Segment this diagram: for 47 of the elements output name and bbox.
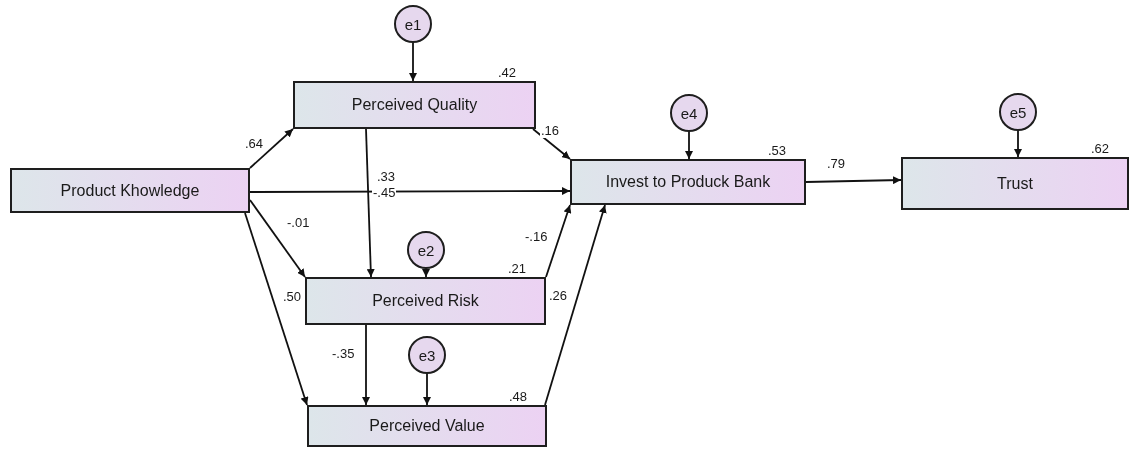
arrow <box>1014 130 1022 158</box>
path-coefficient: .33 <box>376 170 397 184</box>
r-squared-value: .53 <box>767 143 786 158</box>
r-squared-value: .48 <box>508 389 527 404</box>
variable-label: Perceived Value <box>369 417 485 435</box>
error-term-label: e5 <box>1009 103 1027 121</box>
r-squared-value: .42 <box>497 65 516 80</box>
error-term-circle <box>999 93 1037 131</box>
error-term-label: e1 <box>404 15 422 33</box>
error-term-label: e3 <box>418 346 436 364</box>
path-coefficient: .64 <box>244 137 265 151</box>
arrow <box>685 131 693 160</box>
variable-label: Perceived Quality <box>351 96 478 114</box>
path-coefficient: .26 <box>548 289 569 303</box>
variable-label: Invest to Produck Bank <box>605 173 771 191</box>
arrow <box>805 176 902 185</box>
arrow <box>249 187 571 195</box>
arrow <box>423 373 431 406</box>
arrow <box>532 128 571 160</box>
variable-label: Trust <box>997 174 1033 193</box>
arrow <box>422 268 430 278</box>
variable-label: Perceived Risk <box>372 292 479 310</box>
r-squared-value: .62 <box>1090 141 1109 156</box>
arrow <box>409 42 417 82</box>
error-term-label: e2 <box>417 241 435 259</box>
error-term-circle <box>408 336 446 374</box>
error-term-circle <box>394 5 432 43</box>
error-term-circle <box>407 231 445 269</box>
r-squared-value: .21 <box>507 261 526 276</box>
path-coefficient: -.45 <box>372 186 397 200</box>
path-coefficient: -.01 <box>286 216 311 230</box>
variable-label: Product Khowledge <box>60 181 200 200</box>
path-coefficient: -.35 <box>331 347 356 361</box>
error-term-circle <box>670 94 708 132</box>
arrow <box>544 204 607 406</box>
arrow <box>249 128 294 169</box>
arrow <box>249 199 306 278</box>
variable-box <box>10 168 250 213</box>
path-coefficient: .16 <box>540 124 561 138</box>
path-coefficient: -.16 <box>524 230 549 244</box>
path-coefficient: .79 <box>826 157 847 171</box>
arrow <box>545 204 572 278</box>
arrow <box>244 212 309 406</box>
error-term-label: e4 <box>680 104 698 122</box>
arrow <box>362 324 370 406</box>
path-coefficient: .50 <box>282 290 303 304</box>
arrow <box>365 128 375 278</box>
